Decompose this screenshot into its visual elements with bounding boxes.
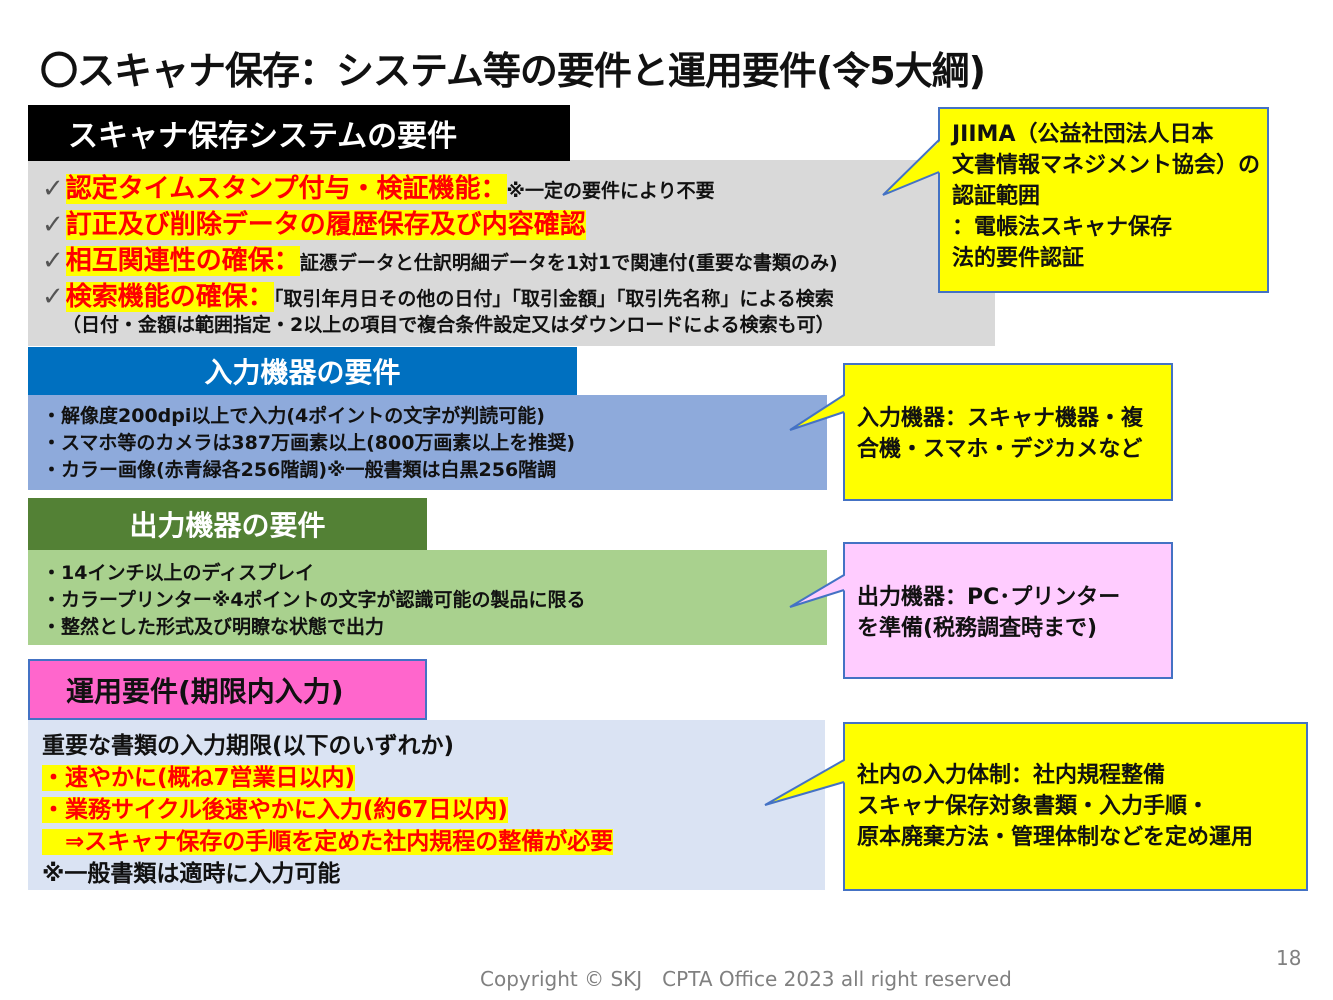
operation-intro: 重要な書類の入力期限(以下のいずれか) (42, 733, 455, 759)
general-docs-note: ※一般書類は適時に入力可能 (42, 861, 341, 887)
output-requirement-line: ・整然とした形式及び明瞭な状態で出力 (42, 616, 385, 638)
operation-requirements-body: 重要な書類の入力期限(以下のいずれか) ・速やかに(概ね7営業日以内) ・業務サ… (28, 720, 825, 890)
requirement-note: 「取引年月日その他の日付」「取引金額」「取引先名称」による検索 (273, 288, 834, 310)
check-icon: ✓ (42, 174, 64, 204)
output-requirement-line: ・カラープリンター※4ポイントの文字が認識可能の製品に限る (42, 589, 586, 611)
callout-line: ：電帳法スキャナ保存 (952, 215, 1173, 240)
callout-line: を準備(税務調査時まで) (857, 616, 1098, 641)
callout-line: 法的要件認証 (952, 246, 1085, 271)
search-footnote: （日付・金額は範囲指定・2以上の項目で複合条件設定又はダウンロードによる検索も可… (62, 314, 835, 336)
callout-line: 社内の入力体制：社内規程整備 (857, 763, 1166, 788)
output-requirements-header: 出力機器の要件 (28, 498, 427, 550)
internal-rules-note: ⇒スキャナ保存の手順を定めた社内規程の整備が必要 (42, 829, 614, 855)
page-number: 18 (1276, 946, 1302, 970)
check-icon: ✓ (42, 210, 64, 240)
copyright: Copyright © SKJ CPTA Office 2023 all rig… (480, 967, 1012, 991)
requirement-label: 認定タイムスタンプ付与・検証機能： (65, 174, 507, 204)
callout-line: 出力機器：PC･プリンター (857, 585, 1121, 610)
requirement-item: ✓相互関連性の確保：証憑データと仕訳明細データを1対1で関連付(重要な書類のみ) (42, 240, 995, 276)
requirement-item: ✓訂正及び削除データの履歴保存及び内容確認 (42, 204, 995, 240)
input-requirement-line: ・カラー画像(赤青緑各256階調)※一般書類は白黒256階調 (42, 459, 557, 481)
callout-line: 合機・スマホ・デジカメなど (857, 437, 1143, 462)
input-devices-callout: 入力機器：スキャナ機器・複 合機・スマホ・デジカメなど (843, 363, 1173, 501)
requirement-label: 相互関連性の確保： (65, 246, 300, 276)
requirement-note: 証憑データと仕訳明細データを1対1で関連付(重要な書類のみ) (299, 252, 838, 274)
requirement-label: 検索機能の確保： (65, 282, 274, 312)
slide-title: 〇スキャナ保存：システム等の要件と運用要件(令5大綱) (40, 49, 986, 93)
output-devices-callout: 出力機器：PC･プリンター を準備(税務調査時まで) (843, 542, 1173, 679)
requirement-item: ✓検索機能の確保：「取引年月日その他の日付」「取引金額」「取引先名称」による検索 (42, 276, 995, 312)
output-requirements-body: ・14インチ以上のディスプレイ ・カラープリンター※4ポイントの文字が認識可能の… (28, 550, 827, 645)
callout-line: 原本廃棄方法・管理体制などを定め運用 (857, 825, 1254, 850)
callout-line: 文書情報マネジメント協会）の (952, 153, 1261, 178)
callout-line: スキャナ保存対象書類・入力手順・ (857, 794, 1210, 819)
callout-line: 認証範囲 (952, 184, 1041, 209)
callout-line: 入力機器：スキャナ機器・複 (857, 406, 1144, 431)
output-requirement-line: ・14インチ以上のディスプレイ (42, 562, 315, 584)
requirement-label: 訂正及び削除データの履歴保存及び内容確認 (65, 210, 586, 240)
input-requirement-line: ・解像度200dpi以上で入力(4ポイントの文字が判読可能) (42, 405, 545, 427)
operation-requirements-header: 運用要件(期限内入力) (28, 659, 427, 720)
system-requirements-header: スキャナ保存システムの要件 (28, 105, 570, 161)
input-requirement-line: ・スマホ等のカメラは387万画素以上(800万画素以上を推奨) (42, 432, 576, 454)
input-requirements-body: ・解像度200dpi以上で入力(4ポイントの文字が判読可能) ・スマホ等のカメラ… (28, 395, 827, 490)
deadline-option: ・速やかに(概ね7営業日以内) (42, 765, 356, 791)
jiima-callout: JIIMA（公益社団法人日本 文書情報マネジメント協会）の 認証範囲 ：電帳法ス… (938, 107, 1269, 293)
check-icon: ✓ (42, 282, 64, 312)
deadline-option: ・業務サイクル後速やかに入力(約67日以内) (42, 797, 508, 823)
callout-line: JIIMA（公益社団法人日本 (952, 122, 1214, 147)
input-requirements-header: 入力機器の要件 (28, 347, 577, 395)
check-icon: ✓ (42, 246, 64, 276)
requirement-note: ※一定の要件により不要 (506, 180, 715, 202)
system-requirements-body: ✓認定タイムスタンプ付与・検証機能：※一定の要件により不要 ✓訂正及び削除データ… (28, 160, 995, 346)
operation-callout: 社内の入力体制：社内規程整備 スキャナ保存対象書類・入力手順・ 原本廃棄方法・管… (843, 722, 1308, 891)
requirement-item: ✓認定タイムスタンプ付与・検証機能：※一定の要件により不要 (42, 168, 995, 204)
